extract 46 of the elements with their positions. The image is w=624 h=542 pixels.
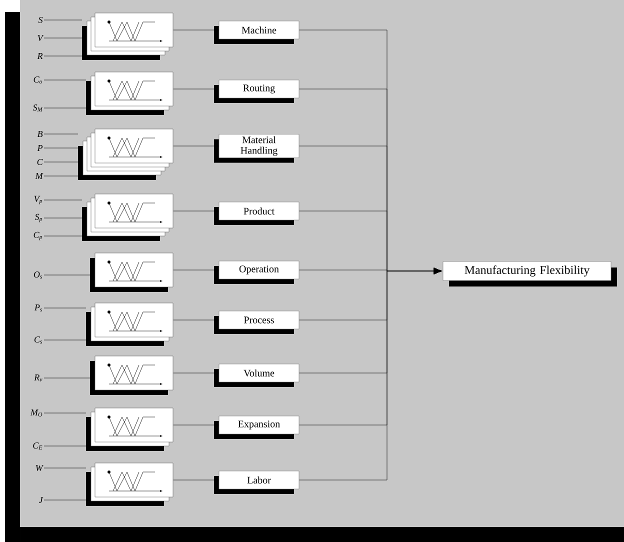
output-box: Process <box>214 310 300 334</box>
fuzzy-block <box>86 302 174 346</box>
fuzzy-block <box>78 128 174 180</box>
connector-line <box>44 412 86 414</box>
variable-label: C <box>37 158 43 166</box>
connector-line <box>173 372 219 374</box>
variable-label: P$_{s}$ <box>34 304 42 312</box>
variable-label: S$_{p}$ <box>34 214 42 222</box>
connector-line <box>173 424 219 426</box>
variable-label: P <box>37 145 43 151</box>
output-box: Material Handling <box>214 134 300 163</box>
variable-label: C$_{p}$ <box>34 232 42 240</box>
variable-label: J <box>38 497 44 503</box>
variable-label: V$_{p}$ <box>34 196 42 204</box>
fuzzy-block <box>86 462 174 506</box>
fuzzy-block <box>86 72 174 115</box>
connector-line <box>173 210 219 212</box>
connector-line <box>44 274 90 276</box>
connector-line <box>173 88 219 90</box>
variable-label: R$_{v}$ <box>34 374 42 382</box>
output-box: Routing <box>214 80 300 103</box>
variable-label: S$_{M}$ <box>32 104 43 112</box>
output-box: Expansion <box>214 416 300 439</box>
connector-line <box>299 268 442 480</box>
variable-label: R <box>37 53 43 59</box>
output-box: Machine <box>214 20 300 44</box>
variable-label: C$_{o}$ <box>34 76 42 84</box>
variable-label: M$_{O}$ <box>30 410 42 416</box>
output-box: Operation <box>214 260 300 284</box>
fuzzy-block <box>90 252 174 292</box>
fuzzy-block <box>90 356 174 395</box>
variable-label: O$_{s}$ <box>34 272 42 279</box>
fuzzy-block <box>86 408 174 451</box>
variable-label: C$_{E}$ <box>33 442 42 450</box>
variable-label: V <box>38 34 44 42</box>
variable-label: C$_{s}$ <box>34 336 42 344</box>
fuzzy-block <box>82 194 174 241</box>
output-box: Labor <box>214 470 300 494</box>
output-box: Product <box>214 202 300 225</box>
output-box: Manufacturing Flexibility <box>442 261 617 287</box>
output-box: Volume <box>214 364 300 387</box>
variable-label: M <box>35 173 44 179</box>
fuzzy-block <box>82 12 174 60</box>
variable-label: W <box>36 465 44 472</box>
variable-label: B <box>37 131 43 137</box>
variable-label: S <box>38 16 43 24</box>
